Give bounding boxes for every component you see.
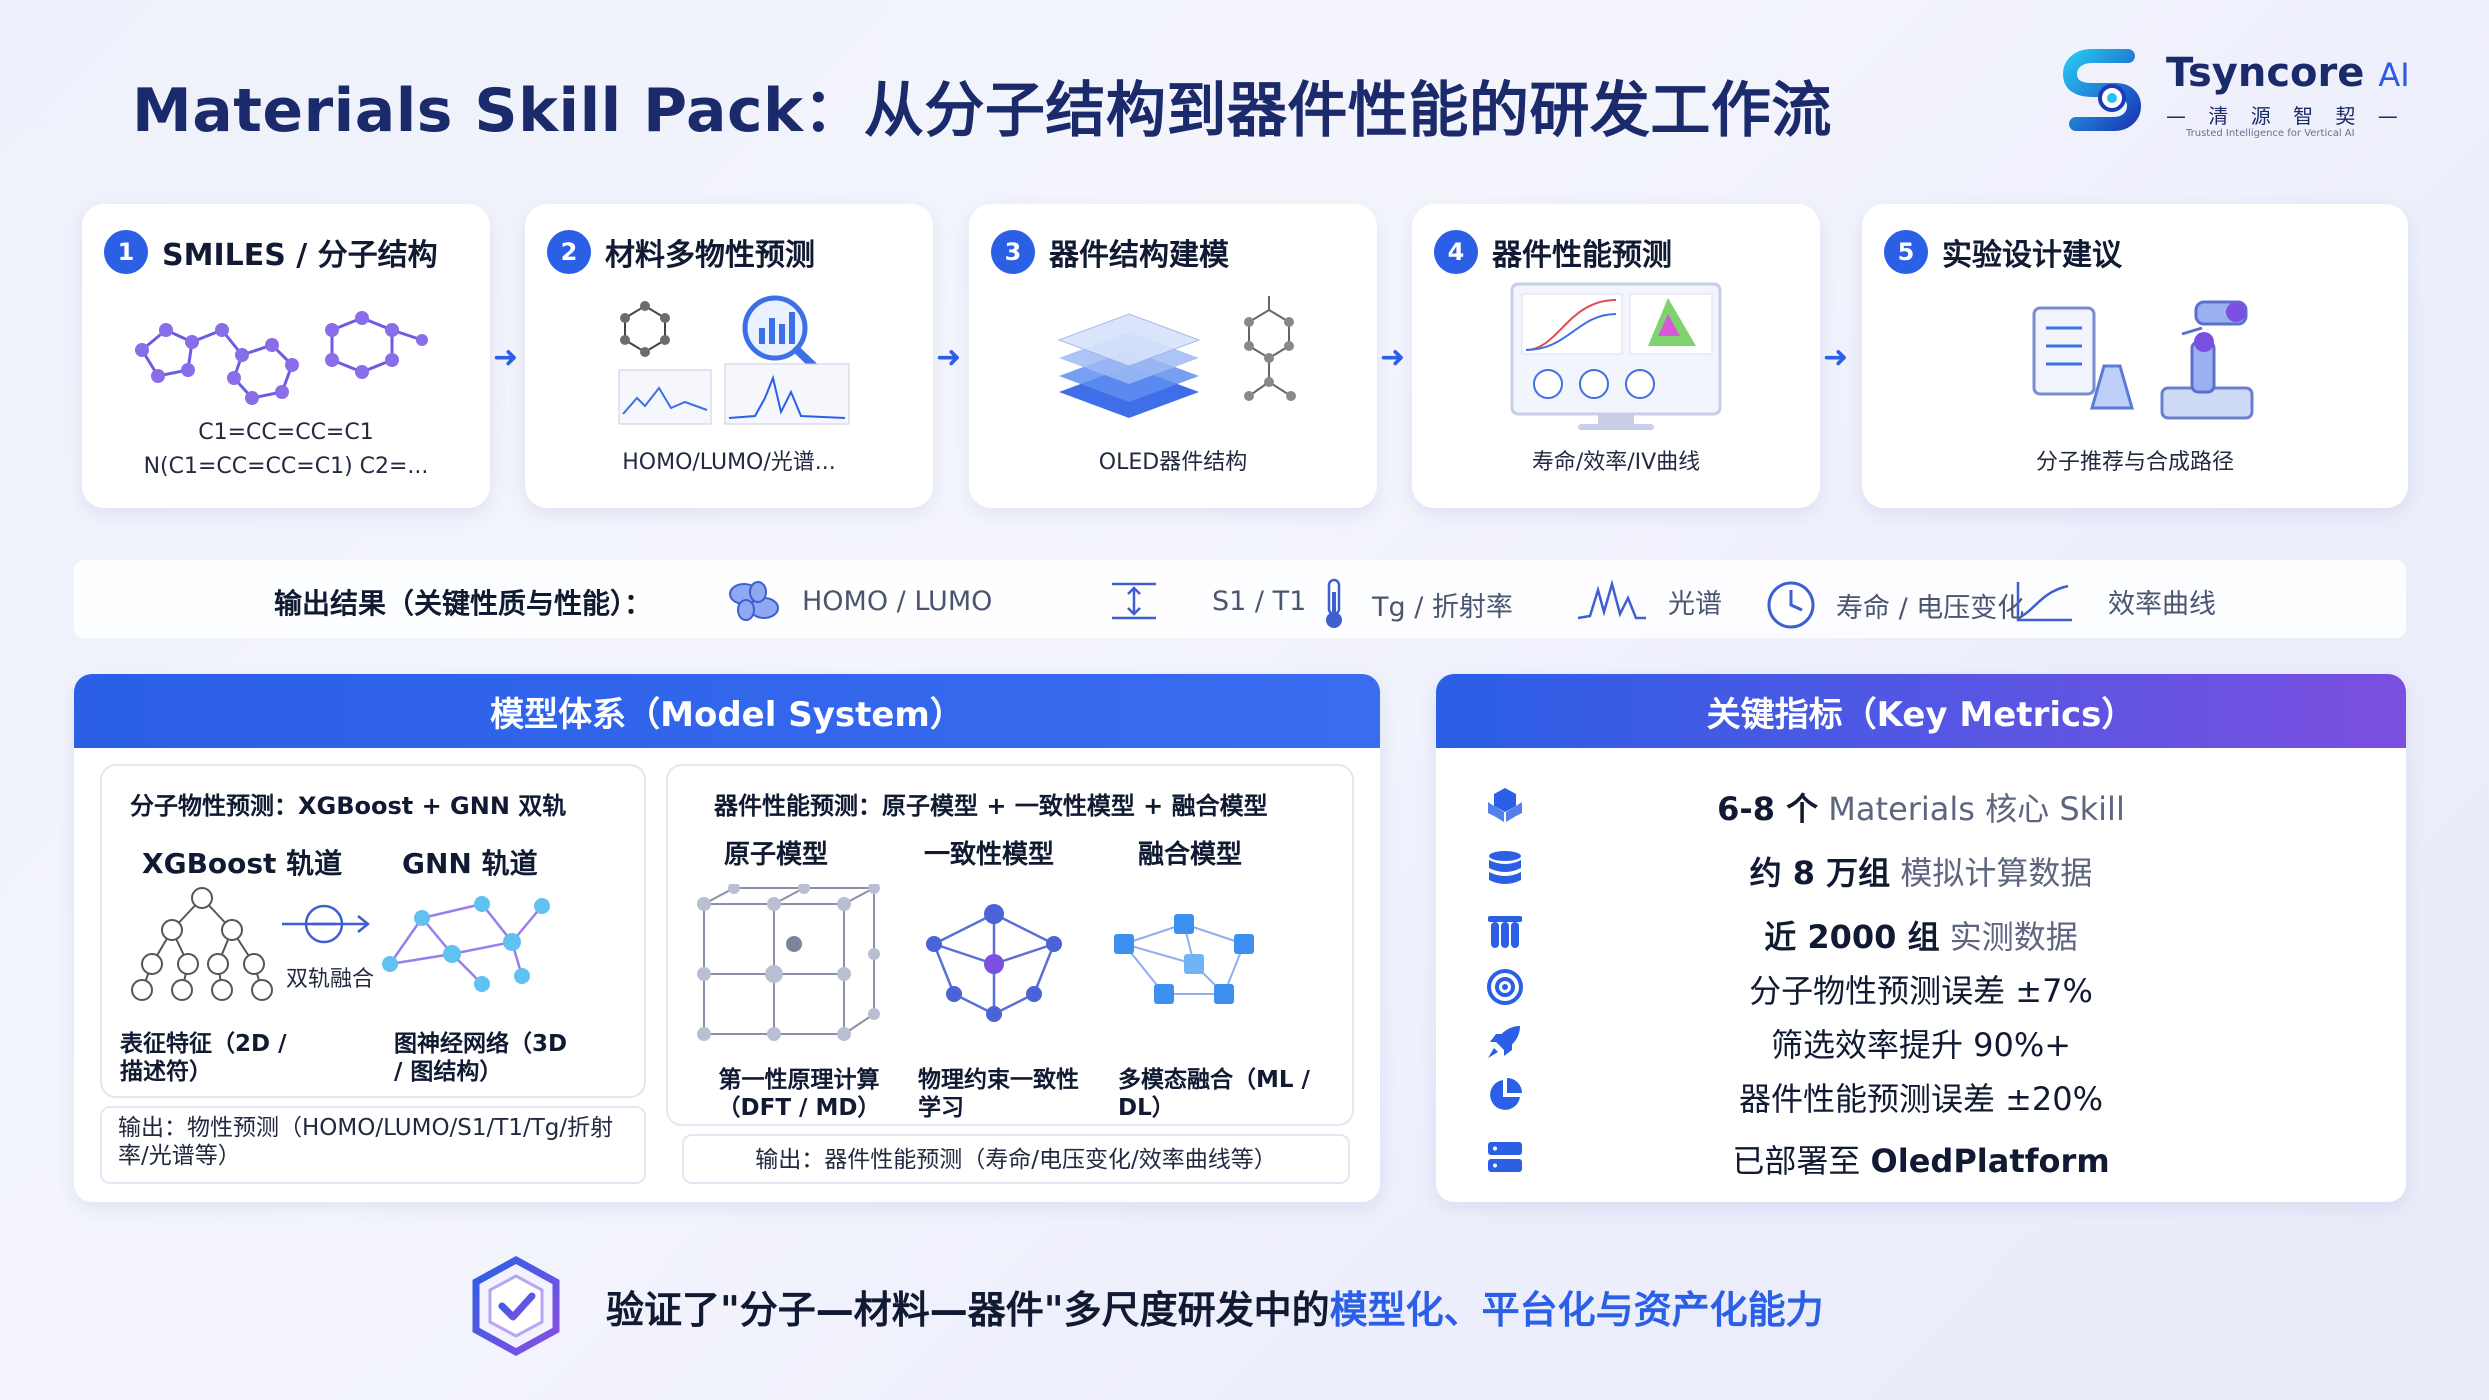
output-item: S1 / T1 (1104, 578, 1306, 624)
gnn-description: 图神经网络（3D / 图结构） (394, 1031, 568, 1085)
output-item: Tg / 折射率 (1314, 578, 1513, 630)
device-output-box: 输出：器件性能预测（寿命/电压变化/效率曲线等） (682, 1134, 1350, 1184)
logo-tagline: Trusted Intelligence for Vertical AI (2186, 128, 2355, 139)
bottom-statement: 验证了"分子—材料—器件"多尺度研发中的模型化、平台化与资产化能力 (470, 1256, 1824, 1356)
step-number: 1 (104, 230, 148, 274)
output-item: 寿命 / 电压变化 (1764, 578, 2024, 632)
flow-arrow-icon: ➜ (1380, 340, 1406, 375)
flow-arrow-icon: ➜ (1823, 340, 1849, 375)
verified-shield-icon (472, 1256, 560, 1356)
dual-track-diagram-icon (131, 887, 550, 1001)
curve-icon (2016, 582, 2072, 622)
step-card-2: 2 材料多物性预测 HOMO/LUMO/光谱... (525, 204, 933, 508)
metric-row: 约 8 万组 模拟计算数据 (1436, 840, 2406, 896)
key-metrics-panel: 关键指标（Key Metrics） 6-8 个 Materials 核心 Ski… (1436, 674, 2406, 1202)
step-number: 3 (991, 230, 1035, 274)
step-card-3: 3 器件结构建模 OLED器件结构 (969, 204, 1377, 508)
step-title: SMILES / 分子结构 (162, 238, 438, 273)
monitor-chart-icon (1510, 282, 1722, 430)
section-title: 器件性能预测：原子模型 + 一致性模型 + 融合模型 (714, 792, 1268, 820)
metric-row: 已部署至 OledPlatform (1436, 1128, 2406, 1184)
metric-row: 分子物性预测误差 ±7% (1436, 958, 2406, 1014)
xgboost-description: 表征特征（2D / 描述符） (120, 1031, 287, 1085)
step-caption: 分子推荐与合成路径 (2035, 450, 2234, 475)
device-performance-section: 器件性能预测：原子模型 + 一致性模型 + 融合模型 原子模型 一致性模型 融合… (666, 764, 1354, 1126)
database-icon (1489, 851, 1521, 884)
orbital-icon (729, 581, 779, 621)
metric-row: 6-8 个 Materials 核心 Skill (1436, 776, 2406, 832)
server-icon (1488, 1142, 1522, 1172)
step-caption: OLED器件结构 (1098, 450, 1248, 475)
model-illustrations-icon (697, 884, 1254, 1041)
atomic-model-title: 原子模型 (724, 840, 829, 870)
step-card-1: 1 SMILES / 分子结构 C1=CC=CC=C1 N(C1=CC=CC=C1… (82, 204, 490, 508)
atomic-model-description: 第一性原理计算（DFT / MD） (717, 1067, 881, 1121)
step-number: 2 (547, 230, 591, 274)
clock-icon (1767, 581, 1815, 629)
step-number: 4 (1434, 230, 1478, 274)
thermometer-icon (1326, 578, 1342, 628)
bottom-text: 验证了"分子—材料—器件"多尺度研发中的模型化、平台化与资产化能力 (606, 1287, 1824, 1332)
step-card-5: 5 实验设计建议 分子推荐与合成路径 (1862, 204, 2408, 508)
fusion-label: 双轨融合 (286, 967, 375, 992)
page-title: Materials Skill Pack：从分子结构到器件性能的研发工作流 (132, 76, 1832, 146)
fusion-model-title: 融合模型 (1138, 840, 1243, 870)
consistency-model-title: 一致性模型 (924, 840, 1055, 870)
logo-name: Tsyncore AI (2166, 50, 2410, 96)
molecular-output-box: 输出：物性预测（HOMO/LUMO/S1/T1/Tg/折射率/光谱等） (100, 1106, 646, 1184)
outputs-bar: 输出结果（关键性质与性能）： HOMO / LUMO S1 / T1 Tg / … (74, 560, 2406, 638)
output-item: 效率曲线 (2012, 578, 2216, 624)
section-title: 分子物性预测：XGBoost + GNN 双轨 (130, 792, 567, 820)
test-tubes-icon (1488, 916, 1522, 948)
gnn-track-title: GNN 轨道 (402, 847, 538, 880)
energy-gap-icon (1112, 582, 1156, 620)
panel-header: 模型体系（Model System） (74, 674, 1380, 748)
analysis-icon (618, 295, 850, 425)
model-system-panel: 模型体系（Model System） 分子物性预测：XGBoost + GNN … (74, 674, 1380, 1202)
outputs-label: 输出结果（关键性质与性能）： (274, 587, 653, 620)
robot-arm-icon (2032, 300, 2254, 420)
metric-row: 近 2000 组 实测数据 (1436, 904, 2406, 960)
metric-row: 器件性能预测误差 ±20% (1436, 1066, 2406, 1122)
brand-logo: Tsyncore AI — 清 源 智 契 — Trusted Intellig… (2058, 42, 2418, 152)
step-caption: N(C1=CC=CC=C1) C2=... (143, 454, 429, 479)
flow-arrow-icon: ➜ (936, 340, 962, 375)
step-card-4: 4 器件性能预测 寿命/效率/IV曲线 (1412, 204, 1820, 508)
flow-arrow-icon: ➜ (493, 340, 519, 375)
metric-row: 筛选效率提升 90%+ (1436, 1012, 2406, 1068)
logo-chinese-name: — 清 源 智 契 — (2166, 104, 2406, 128)
rocket-icon (1488, 1026, 1520, 1058)
output-item: 光谱 (1574, 578, 1722, 624)
layer-stack-icon (1057, 296, 1296, 418)
molecule-icon (135, 311, 428, 405)
step-caption: C1=CC=CC=C1 (198, 420, 374, 445)
target-icon (1487, 969, 1523, 1005)
xgboost-track-title: XGBoost 轨道 (142, 847, 343, 880)
step-title: 器件性能预测 (1492, 238, 1672, 273)
step-title: 材料多物性预测 (605, 238, 815, 273)
panel-header: 关键指标（Key Metrics） (1436, 674, 2406, 748)
fusion-model-description: 多模态融合（ML / DL） (1118, 1067, 1310, 1121)
step-caption: HOMO/LUMO/光谱... (622, 450, 836, 475)
output-item: HOMO / LUMO (724, 578, 992, 624)
step-title: 器件结构建模 (1049, 238, 1229, 273)
logo-mark-icon (2062, 49, 2142, 131)
spectrum-icon (1577, 579, 1646, 620)
step-number: 5 (1884, 230, 1928, 274)
cubes-icon (1488, 788, 1522, 822)
pie-icon (1490, 1078, 1522, 1110)
consistency-model-description: 物理约束一致性学习 (918, 1067, 1079, 1121)
step-caption: 寿命/效率/IV曲线 (1531, 450, 1701, 475)
step-title: 实验设计建议 (1942, 238, 2122, 273)
molecular-property-section: 分子物性预测：XGBoost + GNN 双轨 XGBoost 轨道 GNN 轨… (100, 764, 646, 1098)
